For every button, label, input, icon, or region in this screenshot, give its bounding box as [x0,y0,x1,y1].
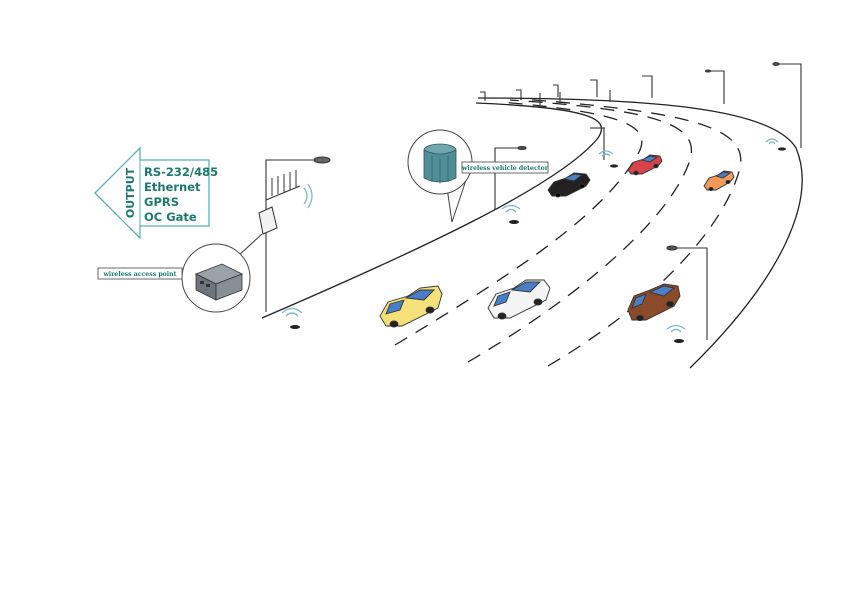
vehicle-detector-icon [423,143,457,184]
lane-line-2 [467,99,692,363]
lamp-post [642,75,653,98]
antenna-signal-icon [303,183,313,209]
output-item: GPRS [144,195,179,209]
highway [261,97,803,369]
lamp-post [480,91,486,101]
lamp-post [516,89,522,99]
output-item: RS-232/485 [144,165,218,179]
detector-label: wireless vehicle detector [461,165,549,172]
lamp-head [772,62,780,66]
output-arrow: OUTPUT RS-232/485 Ethernet GPRS OC Gate [94,146,218,240]
lane-line-3 [519,98,742,367]
road-sensors [290,147,786,343]
access-point-callout: wireless access point [97,243,251,313]
lamp-head [704,69,712,73]
lamp-post [553,84,559,97]
access-point-pole [237,170,301,257]
sensor [674,339,684,343]
sensor [778,147,786,151]
wifi-signal-icon [281,307,303,317]
lamp-head [313,156,331,164]
output-item: OC Gate [144,210,197,224]
access-point-device-icon [195,263,243,301]
lamp-head [666,245,678,251]
detector-callout: wireless vehicle detector [407,129,549,223]
wifi-signal-icon [666,324,686,333]
wifi-signal-icon [598,150,614,157]
lamp-post [676,247,708,340]
access-point-box [258,206,278,235]
wifi-signal-icon [765,138,779,145]
signal-waves [281,138,779,333]
wifi-signal-icon [501,204,521,213]
car-black [547,172,591,198]
output-label: OUTPUT [124,167,137,218]
access-point-label: wireless access point [102,271,176,278]
sensor [509,220,519,224]
lamp-post [590,127,605,160]
lamp-post [590,79,598,97]
lamp-head [517,145,527,151]
vehicles [379,154,735,328]
lamp-post [494,147,520,210]
car-orange [703,170,735,192]
road-right-edge [477,97,803,369]
road-left-edge [261,102,603,319]
car-white [487,279,551,320]
sensor [290,325,300,329]
sensor [610,164,618,168]
car-brown [627,283,681,322]
lamp-post [778,63,802,148]
street-lamps [265,62,802,340]
car-red [627,154,663,176]
lamp-post [265,159,316,312]
output-item: Ethernet [144,180,201,194]
lamp-post [710,70,725,104]
car-yellow [379,285,443,328]
